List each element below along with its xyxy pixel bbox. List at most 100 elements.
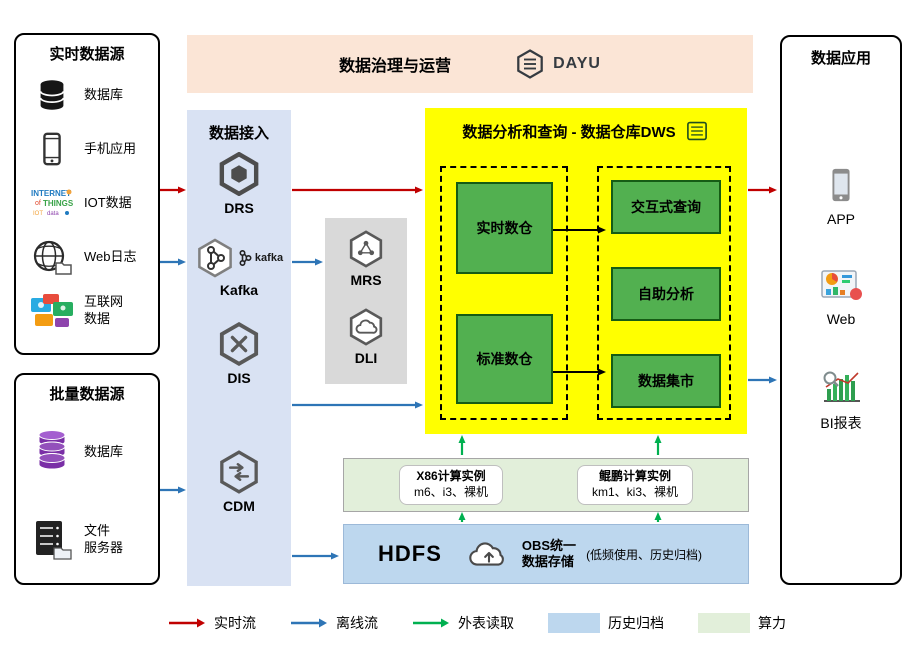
source-item-label: 文件 服务器: [84, 523, 124, 555]
ingestion-item-label: DRS: [224, 200, 254, 216]
data-applications-title: 数据应用: [810, 50, 871, 67]
compute-instances-box: X86计算实例 m6、i3、裸机 鲲鹏计算实例 km1、ki3、裸机: [343, 458, 749, 512]
legend-item-offline-flow: 离线流: [290, 613, 378, 633]
kafka-icon: [198, 238, 232, 278]
dws-analytics-group: 交互式查询 自助分析 数据集市: [597, 166, 731, 420]
realtime-sources-title: 实时数据源: [49, 46, 125, 63]
source-item-label: Web日志: [84, 248, 137, 264]
compute-instance-kunpeng: 鲲鹏计算实例 km1、ki3、裸机: [576, 465, 693, 505]
governance-title: 数据治理与运营: [339, 58, 452, 75]
source-item-label: 数据库: [84, 443, 124, 459]
dws-warehouse-group: 实时数仓 标准数仓: [440, 166, 568, 420]
green-swatch: [698, 613, 750, 633]
internet-collage-icon: [28, 292, 76, 330]
dws-warehouse-box: 数据分析和查询 - 数据仓库DWS 实时数仓 标准数仓 交互式查询 自助分析: [425, 108, 747, 434]
red-arrow-icon: [169, 618, 205, 628]
dws-node-standard-warehouse: 标准数仓: [456, 314, 553, 404]
application-item-web: Web: [782, 265, 900, 327]
source-item-label: 数据库: [84, 86, 124, 102]
application-item-label: APP: [826, 211, 855, 227]
cdm-icon: [220, 450, 258, 494]
globe-icon: [28, 237, 76, 277]
ingestion-item-drs: DRS: [187, 152, 291, 216]
source-item-batch-database: 数据库: [16, 408, 158, 496]
dws-node-label: 标准数仓: [476, 351, 533, 367]
drs-icon: [219, 152, 259, 196]
source-item-database: 数据库: [16, 68, 158, 122]
source-item-label: 手机应用: [84, 140, 137, 156]
processing-item-label: DLI: [354, 350, 378, 366]
blue-swatch: [548, 613, 600, 633]
blue-arrow-icon: [291, 618, 327, 628]
report-icon: [686, 121, 707, 141]
legend-item-realtime-flow: 实时流: [168, 613, 256, 633]
legend-item-external-read: 外表读取: [412, 613, 514, 633]
svg-text:INTERNET: INTERNET: [31, 189, 71, 198]
legend-label: 实时流: [214, 615, 256, 631]
dws-title: 数据分析和查询 - 数据仓库DWS: [462, 123, 676, 141]
processing-item-label: MRS: [350, 272, 382, 288]
kafka-glyph-icon: [239, 249, 252, 267]
web-collage-icon: [821, 270, 862, 300]
dws-node-realtime-warehouse: 实时数仓: [456, 182, 553, 274]
compute-instance-spec: m6、i3、裸机: [413, 485, 488, 499]
source-item-web-log: Web日志: [16, 230, 158, 284]
ingestion-item-label: Kafka: [219, 282, 259, 298]
application-item-label: BI报表: [820, 415, 862, 431]
realtime-sources-list: 数据库 手机应用 INTERNET of: [16, 68, 158, 338]
batch-sources-list: 数据库: [16, 408, 158, 584]
compute-instance-name: X86计算实例: [416, 469, 486, 484]
app-phone-icon: [832, 168, 850, 202]
dws-node-label: 自助分析: [638, 286, 694, 302]
obs-cloud-icon: [469, 542, 504, 566]
legend: 实时流 离线流 外表读取 历史归档 算力: [168, 613, 786, 633]
iot-wordcloud-icon: INTERNET of THINGS IOT data: [28, 184, 76, 222]
data-applications-box: 数据应用 APP Web: [780, 35, 902, 585]
legend-item-compute-power: 算力: [698, 613, 786, 633]
application-item-bi: BI报表: [782, 367, 900, 433]
dli-icon: [349, 308, 383, 346]
legend-item-history-archive: 历史归档: [548, 613, 664, 633]
legend-label: 算力: [758, 615, 786, 631]
hdfs-storage-box: HDFS OBS统一 数据存储 (低频使用、历史归档): [343, 524, 749, 584]
svg-text:THINGS: THINGS: [43, 199, 74, 208]
dws-node-data-mart: 数据集市: [611, 354, 721, 408]
application-item-app: APP: [782, 165, 900, 227]
dws-node-self-service-analysis: 自助分析: [611, 267, 721, 321]
compute-instance-x86: X86计算实例 m6、i3、裸机: [398, 465, 503, 505]
kafka-logo-row: kafka: [195, 238, 283, 278]
source-item-label: 互联网 数据: [84, 294, 124, 326]
bi-chart-icon: [823, 371, 860, 402]
purple-database-icon: [28, 429, 76, 475]
dws-node-label: 交互式查询: [631, 199, 701, 215]
dws-node-label: 实时数仓: [476, 220, 533, 236]
dayu-hexagon-icon: [517, 49, 543, 79]
source-item-label: IOT数据: [84, 194, 132, 210]
legend-label: 历史归档: [608, 615, 664, 631]
compute-instance-name: 鲲鹏计算实例: [598, 469, 671, 484]
svg-text:of: of: [35, 200, 41, 207]
governance-banner: 数据治理与运营 DAYU: [187, 35, 753, 93]
legend-label: 离线流: [336, 615, 378, 631]
dws-node-label: 数据集市: [638, 373, 694, 389]
processing-item-dli: DLI: [325, 308, 407, 366]
kafka-wordmark: kafka: [254, 252, 284, 264]
application-item-label: Web: [826, 311, 856, 327]
batch-sources-title: 批量数据源: [49, 386, 125, 403]
ingestion-item-label: DIS: [227, 370, 251, 386]
hdfs-label: HDFS: [378, 541, 442, 566]
obs-storage-label: OBS统一 数据存储: [521, 537, 577, 569]
phone-icon: [28, 130, 76, 168]
svg-text:data: data: [47, 211, 59, 217]
mrs-icon: [349, 230, 383, 268]
ingestion-item-dis: DIS: [187, 322, 291, 386]
source-item-iot: INTERNET of THINGS IOT data IOT数据: [16, 176, 158, 230]
realtime-sources-box: 实时数据源 数据库: [14, 33, 160, 355]
source-item-internet-data: 互联网 数据: [16, 284, 158, 338]
ingestion-item-cdm: CDM: [187, 450, 291, 514]
dws-node-interactive-query: 交互式查询: [611, 180, 721, 234]
ingestion-item-label: CDM: [223, 498, 255, 514]
database-icon: [28, 76, 76, 114]
dis-icon: [219, 322, 259, 366]
